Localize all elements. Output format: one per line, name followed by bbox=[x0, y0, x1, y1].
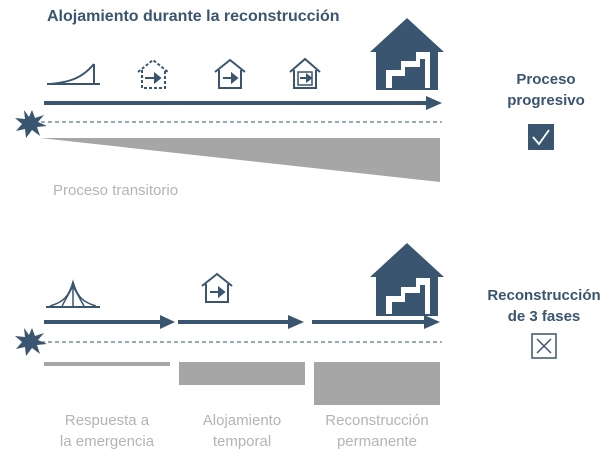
temporary-house-dashed-icon bbox=[137, 58, 169, 89]
phase-label-temporary-line1: Alojamiento bbox=[202, 412, 282, 429]
progressive-label-line2: progresivo bbox=[507, 92, 585, 109]
phase-label-temporary: Alojamiento temporal bbox=[175, 410, 309, 452]
phase-label-temporary-line2: temporal bbox=[212, 433, 272, 450]
progressive-label-line1: Proceso bbox=[516, 71, 576, 88]
three-phase-label-line2: de 3 fases bbox=[507, 308, 581, 325]
permanent-house-icon bbox=[370, 243, 444, 316]
progressive-process-label: Proceso progresivo bbox=[496, 69, 596, 111]
phase-label-emergency-line1: Respuesta a bbox=[64, 412, 150, 429]
phase-arrow-permanent bbox=[312, 315, 440, 329]
progressive-timeline-arrow bbox=[44, 96, 442, 110]
phase-label-emergency: Respuesta a la emergencia bbox=[40, 410, 174, 452]
three-phase-label: Reconstrucción de 3 fases bbox=[480, 285, 608, 327]
phase-label-permanent-line1: Reconstrucción bbox=[325, 412, 429, 429]
transitional-process-wedge bbox=[40, 138, 440, 182]
transitional-process-label: Proceso transitorio bbox=[53, 182, 179, 199]
phase-label-emergency-line2: la emergencia bbox=[59, 433, 155, 450]
phase-arrow-temporary bbox=[178, 315, 304, 329]
phase-bar-emergency bbox=[44, 362, 170, 366]
permanent-house-icon bbox=[370, 18, 444, 90]
phase-bar-permanent bbox=[314, 362, 440, 405]
upgraded-house-icon bbox=[289, 57, 321, 89]
phase-bar-temporary bbox=[179, 362, 305, 385]
diagram-title: Alojamiento durante la reconstrucción bbox=[47, 8, 340, 25]
phase-label-permanent-line2: permanente bbox=[336, 433, 418, 450]
temporary-house-icon bbox=[201, 272, 233, 303]
emergency-shelter-icon bbox=[47, 63, 100, 85]
emergency-tent-icon bbox=[46, 279, 100, 308]
disaster-burst-icon bbox=[15, 110, 47, 138]
temporary-house-icon bbox=[214, 58, 246, 89]
checkbox-crossed-icon bbox=[531, 333, 557, 359]
phase-label-permanent: Reconstrucción permanente bbox=[310, 410, 444, 452]
three-phase-label-line1: Reconstrucción bbox=[487, 287, 601, 304]
phase-arrow-emergency bbox=[44, 315, 175, 329]
disaster-burst-icon bbox=[15, 328, 47, 356]
checkbox-checked-icon bbox=[528, 124, 554, 150]
